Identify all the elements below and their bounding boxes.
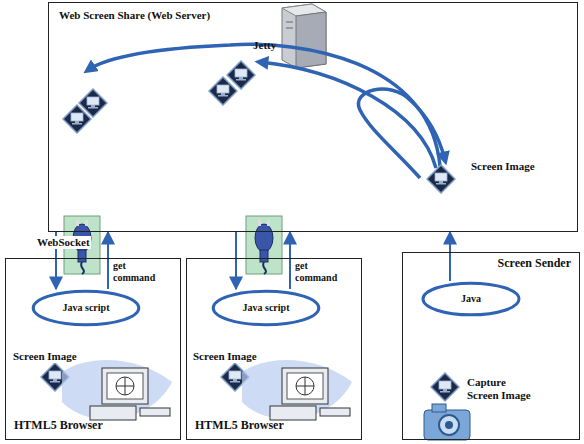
protocol-label: WebSocket xyxy=(36,236,91,249)
node-title: HTML5 Browser xyxy=(14,419,103,433)
image-label: Screen Image xyxy=(192,350,258,363)
websocket-connector xyxy=(107,232,109,289)
sender-box: Screen SenderJava xyxy=(402,252,580,440)
java-loop: Java xyxy=(421,281,521,317)
script-loop: Java script xyxy=(211,289,321,327)
image-label: Screen Image xyxy=(470,160,536,173)
image-label: Capture Screen Image xyxy=(466,376,540,401)
websocket-connector xyxy=(235,232,237,289)
server-icon xyxy=(282,4,326,68)
image-label: Screen Image xyxy=(12,350,78,363)
edge-label: get command xyxy=(112,260,158,283)
computer-icon xyxy=(62,360,352,420)
flow-arrows xyxy=(88,44,445,178)
node-title: HTML5 Browser xyxy=(195,419,284,433)
node-title: Java script xyxy=(63,302,110,314)
node-title: Screen Sender xyxy=(498,257,571,271)
screen-image-icon xyxy=(41,61,459,401)
browser-box: HTML5 Browser Java script xyxy=(5,258,181,440)
node-title: Java script xyxy=(243,302,290,314)
edge-label: get command xyxy=(294,260,340,283)
camera-icon xyxy=(424,404,470,440)
server-name: Jetty xyxy=(253,39,276,52)
server-box: Web Screen Share (Web Server) Jetty xyxy=(48,2,578,232)
websocket-connector xyxy=(449,232,451,281)
websocket-connector xyxy=(289,232,291,289)
node-title: Web Screen Share (Web Server) xyxy=(59,9,210,22)
script-loop: Java script xyxy=(31,289,141,327)
node-title: Java xyxy=(461,293,481,305)
browser-box: HTML5 Browser Java script xyxy=(186,258,362,440)
websocket-icon xyxy=(64,216,282,274)
